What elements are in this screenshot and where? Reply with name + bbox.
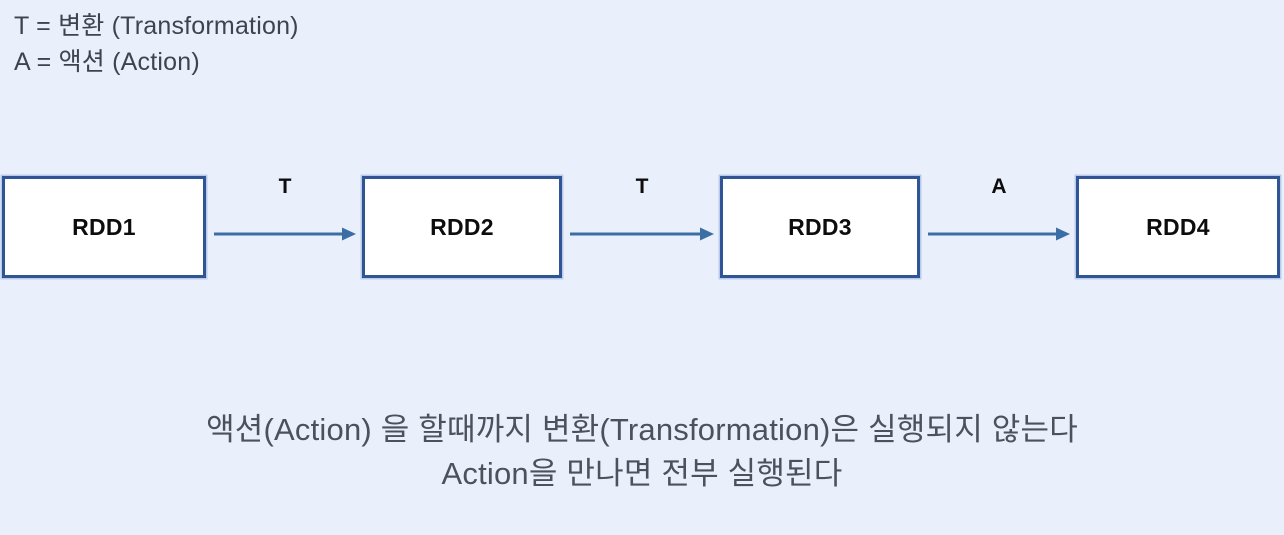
caption: 액션(Action) 을 할때까지 변환(Transformation)은 실행… (0, 408, 1284, 496)
caption-line-1: 액션(Action) 을 할때까지 변환(Transformation)은 실행… (206, 412, 1078, 447)
flow-edge-rdd3-rdd4: A (928, 175, 1070, 278)
rdd-node-label: RDD3 (788, 213, 852, 240)
rdd-node-rdd3: RDD3 (720, 176, 920, 278)
arrow-right-icon (214, 227, 356, 241)
flow-edge-rdd1-rdd2: T (214, 175, 356, 278)
rdd-node-rdd1: RDD1 (2, 176, 206, 278)
rdd-node-label: RDD1 (72, 213, 136, 240)
rdd-node-label: RDD2 (430, 213, 494, 240)
rdd-node-label: RDD4 (1146, 213, 1210, 240)
legend-line-action: A = 액션 (Action) (14, 48, 200, 77)
edge-label-a1: A (991, 175, 1007, 198)
rdd-flow: RDD1 T RDD2 T RDD3 A (0, 175, 1284, 278)
arrow-right-icon (570, 227, 714, 241)
legend-line-transformation: T = 변환 (Transformation) (14, 12, 299, 40)
caption-line-2: Action을 만나면 전부 실행된다 (441, 456, 843, 492)
rdd-node-rdd4: RDD4 (1076, 176, 1280, 278)
flow-edge-rdd2-rdd3: T (570, 175, 714, 278)
edge-label-t2: T (635, 175, 649, 198)
legend: T = 변환 (Transformation) A = 액션 (Action) (14, 8, 614, 81)
arrow-right-icon (928, 227, 1070, 241)
rdd-node-rdd2: RDD2 (362, 176, 562, 278)
edge-label-t1: T (278, 175, 292, 198)
